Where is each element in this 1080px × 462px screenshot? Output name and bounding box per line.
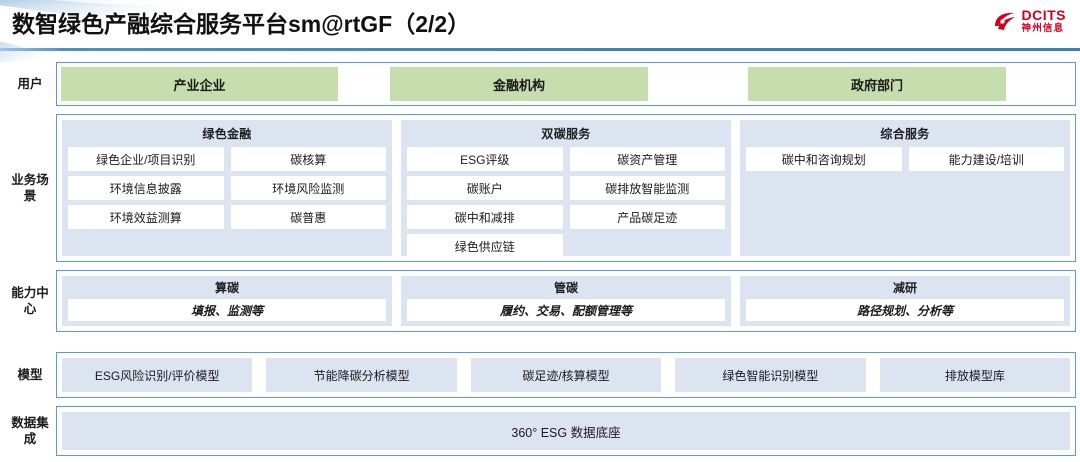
scene-item[interactable]: 产品碳足迹 <box>569 205 725 229</box>
model-chip-strip: ESG风险识别/评价模型 节能降碳分析模型 碳足迹/核算模型 绿色智能识别模型 … <box>62 358 1071 392</box>
capability-group-manage-carbon[interactable]: 管碳 履约、交易、配额管理等 <box>401 276 731 326</box>
row-capability-center: 算碳 填报、监测等 管碳 履约、交易、配额管理等 减研 路径规划、分析等 <box>56 270 1076 332</box>
capability-group-subtitle: 填报、监测等 <box>68 299 386 321</box>
scene-item[interactable]: 环境信息披露 <box>68 176 224 200</box>
scene-item[interactable]: 碳资产管理 <box>569 147 725 171</box>
scene-item-placeholder <box>570 234 726 258</box>
logo-wordmark: DCITS 神州信息 <box>1022 8 1067 34</box>
slide-header: 数智绿色产融综合服务平台sm@rtGF（2/2） DCITS 神州信息 <box>0 0 1080 52</box>
scene-item[interactable]: 碳排放智能监测 <box>569 176 725 200</box>
row-model: ESG风险识别/评价模型 节能降碳分析模型 碳足迹/核算模型 绿色智能识别模型 … <box>56 352 1076 398</box>
capability-group-reduction-research[interactable]: 减研 路径规划、分析等 <box>740 276 1070 326</box>
page-title: 数智绿色产融综合服务平台sm@rtGF（2/2） <box>12 11 471 37</box>
user-chip-industry[interactable]: 产业企业 <box>61 67 338 101</box>
model-chip-emission-library[interactable]: 排放模型库 <box>879 358 1071 392</box>
scene-item[interactable]: ESG评级 <box>407 147 563 171</box>
logo-cn-text: 神州信息 <box>1021 23 1065 34</box>
scene-item-grid: 碳中和咨询规划 能力建设/培训 <box>746 147 1064 171</box>
scene-item[interactable]: 绿色供应链 <box>407 234 563 258</box>
capability-group-subtitle: 路径规划、分析等 <box>746 299 1064 321</box>
scene-group-green-finance: 绿色金融 绿色企业/项目识别 碳核算 环境信息披露 环境风险监测 环境效益测算 … <box>62 120 392 256</box>
scene-item-grid: ESG评级 碳资产管理 碳账户 碳排放智能监测 碳中和减排 产品碳足迹 绿色供应… <box>407 147 725 258</box>
scene-item[interactable]: 碳中和减排 <box>407 205 563 229</box>
data-foundation-banner[interactable]: 360° ESG 数据底座 <box>62 412 1070 450</box>
row-label-data-integration: 数据集成 <box>11 415 49 446</box>
scene-group-title: 综合服务 <box>880 127 930 141</box>
model-chip-green-ai-recognition[interactable]: 绿色智能识别模型 <box>675 358 866 392</box>
row-label-capability-center: 能力中心 <box>11 285 49 316</box>
scene-group-title: 绿色金融 <box>202 127 252 141</box>
row-data-integration: 360° ESG 数据底座 <box>56 406 1076 456</box>
scene-group-comprehensive: 综合服务 碳中和咨询规划 能力建设/培训 <box>740 120 1070 256</box>
model-chip-carbon-footprint[interactable]: 碳足迹/核算模型 <box>470 358 662 392</box>
capability-group-title: 减研 <box>892 281 917 295</box>
model-chip-energy-saving[interactable]: 节能降碳分析模型 <box>266 358 457 392</box>
user-chip-government[interactable]: 政府部门 <box>748 67 1006 101</box>
scene-item[interactable]: 环境效益测算 <box>68 205 224 229</box>
row-label-user: 用户 <box>17 76 43 91</box>
capability-group-calc-carbon[interactable]: 算碳 填报、监测等 <box>62 276 392 326</box>
scene-item[interactable]: 环境风险监测 <box>230 176 386 200</box>
capability-group-title: 管碳 <box>553 281 578 295</box>
capability-group-title: 算碳 <box>214 281 239 295</box>
scene-group-title: 双碳服务 <box>541 127 591 141</box>
scene-columns: 绿色金融 绿色企业/项目识别 碳核算 环境信息披露 环境风险监测 环境效益测算 … <box>62 120 1070 258</box>
spacer <box>338 67 390 101</box>
user-chip-financial[interactable]: 金融机构 <box>390 67 648 101</box>
dcits-logo-icon <box>992 10 1018 32</box>
scene-group-dual-carbon: 双碳服务 ESG评级 碳资产管理 碳账户 碳排放智能监测 碳中和减排 产品碳足迹… <box>401 120 731 258</box>
row-label-model: 模型 <box>17 367 43 382</box>
row-label-business-scenario: 业务场景 <box>11 172 49 203</box>
logo-en-text: DCITS <box>1021 7 1066 23</box>
scene-item[interactable]: 碳中和咨询规划 <box>746 147 902 171</box>
row-user: 产业企业 金融机构 政府部门 <box>56 62 1076 106</box>
brand-logo: DCITS 神州信息 <box>992 8 1067 34</box>
user-chip-strip: 产业企业 金融机构 政府部门 <box>61 67 1071 101</box>
capability-group-subtitle: 履约、交易、配额管理等 <box>407 299 725 321</box>
scene-item[interactable]: 碳核算 <box>230 147 386 171</box>
scene-item[interactable]: 绿色企业/项目识别 <box>68 147 224 171</box>
scene-item[interactable]: 能力建设/培训 <box>908 147 1064 171</box>
scene-item[interactable]: 碳普惠 <box>230 205 386 229</box>
model-chip-esg-risk[interactable]: ESG风险识别/评价模型 <box>62 358 253 392</box>
scene-item-grid: 绿色企业/项目识别 碳核算 环境信息披露 环境风险监测 环境效益测算 碳普惠 <box>68 147 386 229</box>
title-divider <box>0 48 1080 51</box>
capability-columns: 算碳 填报、监测等 管碳 履约、交易、配额管理等 减研 路径规划、分析等 <box>62 276 1070 326</box>
scene-item[interactable]: 碳账户 <box>407 176 563 200</box>
spacer <box>648 67 748 101</box>
row-business-scenario: 绿色金融 绿色企业/项目识别 碳核算 环境信息披露 环境风险监测 环境效益测算 … <box>56 114 1076 262</box>
